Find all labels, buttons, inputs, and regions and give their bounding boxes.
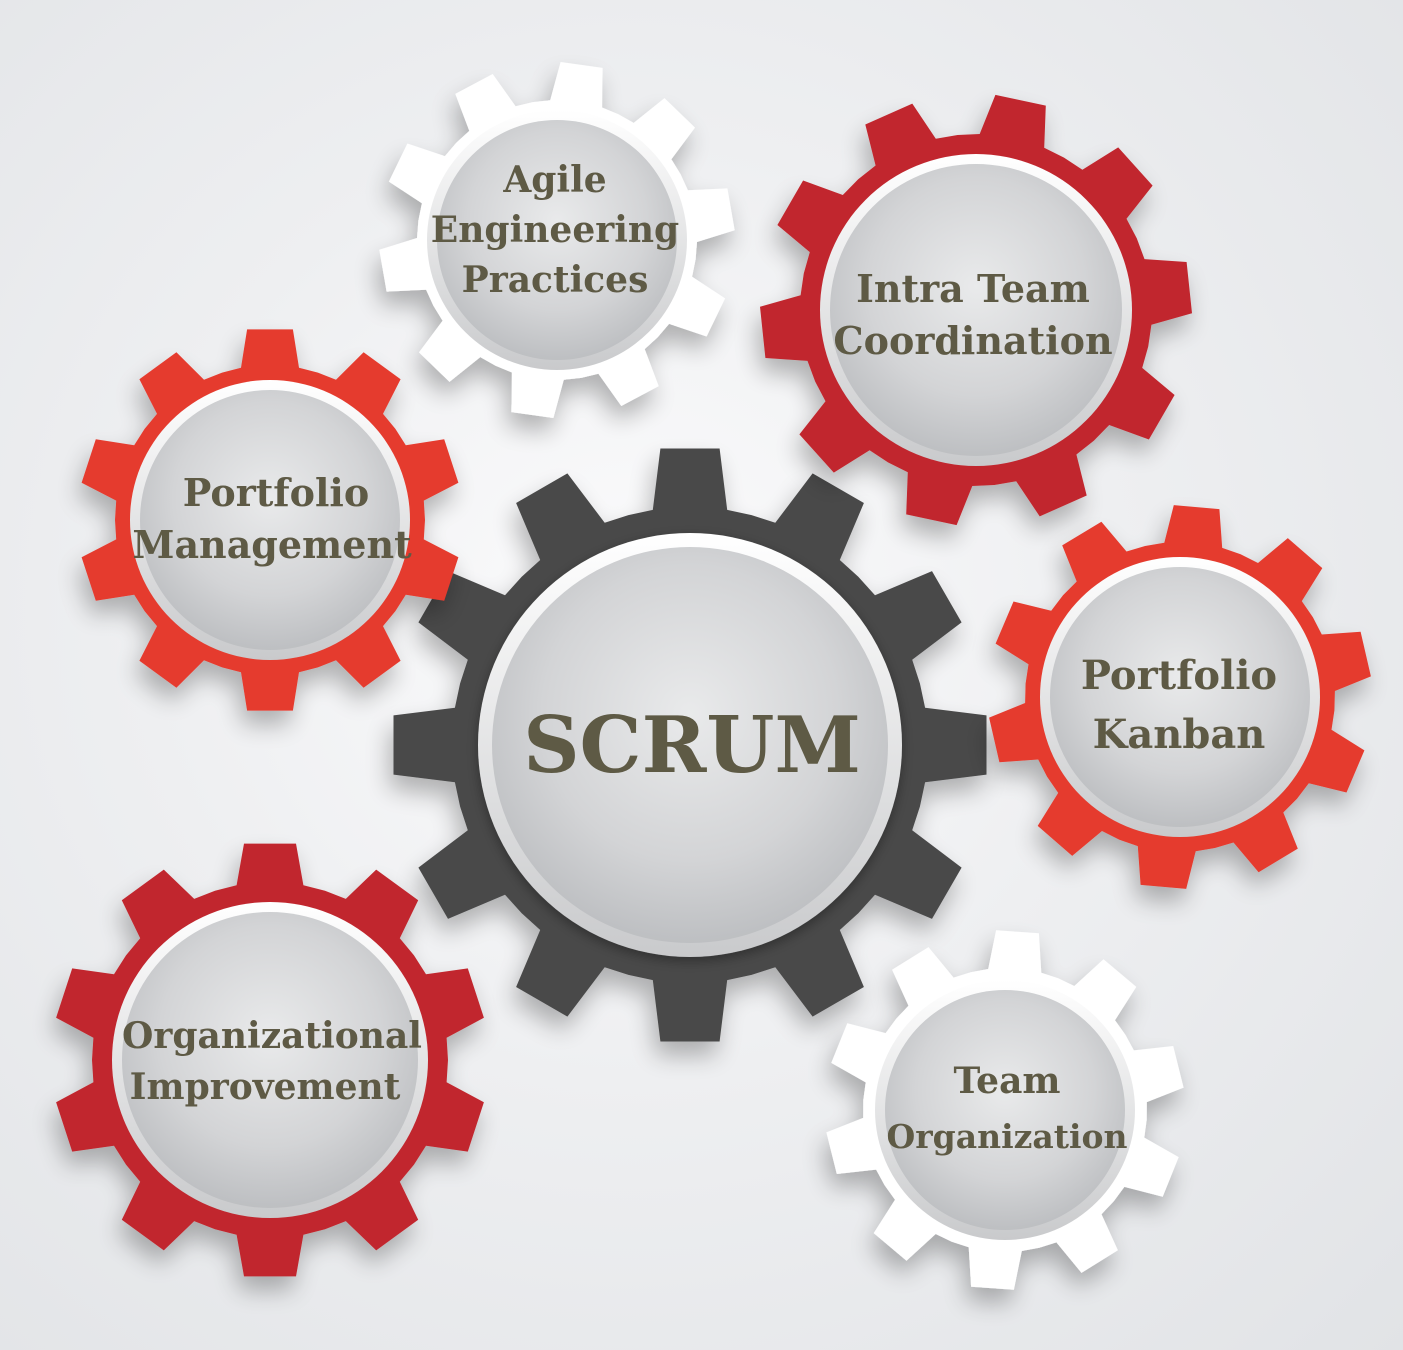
gear-portfolio-kanban: Portfolio Kanban [989,505,1371,889]
scrum-label: SCRUM [523,700,861,791]
portfolio-management-gear-disc [140,390,400,650]
intra-team-gear-disc [830,164,1122,456]
intra-team-line-2: Coordination [833,318,1112,363]
agile-engineering-gear-disc [437,120,677,360]
gear-intra-team-coordination: Intra Team Coordination [760,94,1192,526]
gear-team-organization: Team Organization [826,930,1184,1290]
scrum-gear-disc [492,547,888,943]
gear-portfolio-management: Portfolio Management [81,329,459,711]
agile-engineering-line-2: Engineering [431,209,679,251]
scrum-center-gear: SCRUM [393,448,987,1042]
agile-engineering-line-1: Agile [502,159,606,201]
portfolio-management-line-2: Management [132,522,412,567]
intra-team-line-1: Intra Team [856,266,1090,311]
gear-organizational-improvement: Organizational Improvement [56,843,484,1277]
organizational-improvement-line-1: Organizational [122,1015,422,1057]
portfolio-management-line-1: Portfolio [183,470,369,515]
team-organization-line-1: Team [954,1060,1061,1102]
portfolio-kanban-gear-disc [1050,567,1310,827]
agile-engineering-line-3: Practices [462,259,649,301]
organizational-improvement-gear-disc [122,912,418,1208]
team-organization-gear-disc [885,990,1125,1230]
portfolio-kanban-line-2: Kanban [1093,711,1266,758]
organizational-improvement-line-2: Improvement [130,1066,401,1108]
gear-agile-engineering-practices: Agile Engineering Practices [379,62,735,418]
team-organization-line-2: Organization [886,1117,1127,1156]
portfolio-kanban-line-1: Portfolio [1081,652,1277,699]
